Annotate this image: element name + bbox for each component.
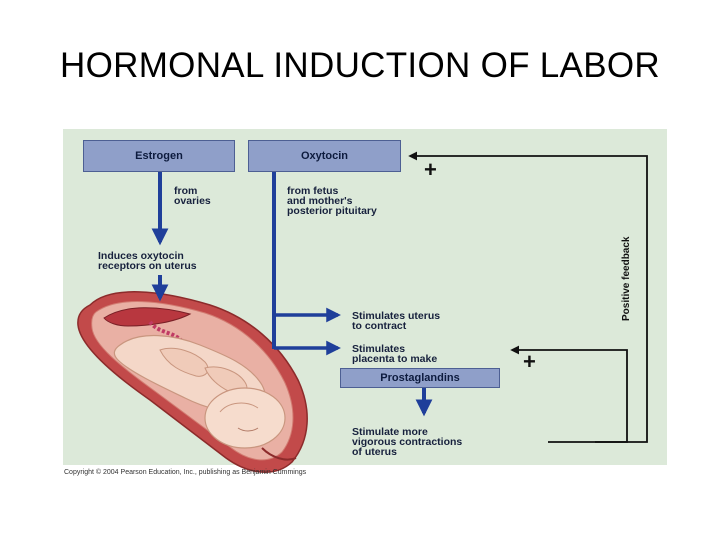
positive-feedback-label: Positive feedback <box>621 236 632 321</box>
plus-sign-top: + <box>424 157 437 182</box>
from-ovaries-label: from ovaries <box>174 185 211 207</box>
plus-sign-bottom: + <box>523 349 536 374</box>
feedback-label-wrap: Positive feedback <box>590 236 668 321</box>
stimulates-uterus-label: Stimulates uterus to contract <box>352 310 441 332</box>
induces-receptors-label: Induces oxytocin receptors on uterus <box>98 250 197 272</box>
from-fetus-label: from fetus and mother's posterior pituit… <box>287 185 377 217</box>
stimulate-more-label: Stimulate more vigorous contractions of … <box>352 426 463 458</box>
estrogen-box: Estrogen <box>83 140 235 172</box>
copyright-notice: Copyright © 2004 Pearson Education, Inc.… <box>64 469 307 476</box>
stimulates-placenta-label: Stimulates placenta to make <box>352 343 438 365</box>
slide-title: HORMONAL INDUCTION OF LABOR <box>60 46 660 85</box>
prostaglandins-box: Prostaglandins <box>340 368 500 388</box>
oxytocin-box: Oxytocin <box>248 140 401 172</box>
feedback-loop-inner <box>510 345 628 443</box>
